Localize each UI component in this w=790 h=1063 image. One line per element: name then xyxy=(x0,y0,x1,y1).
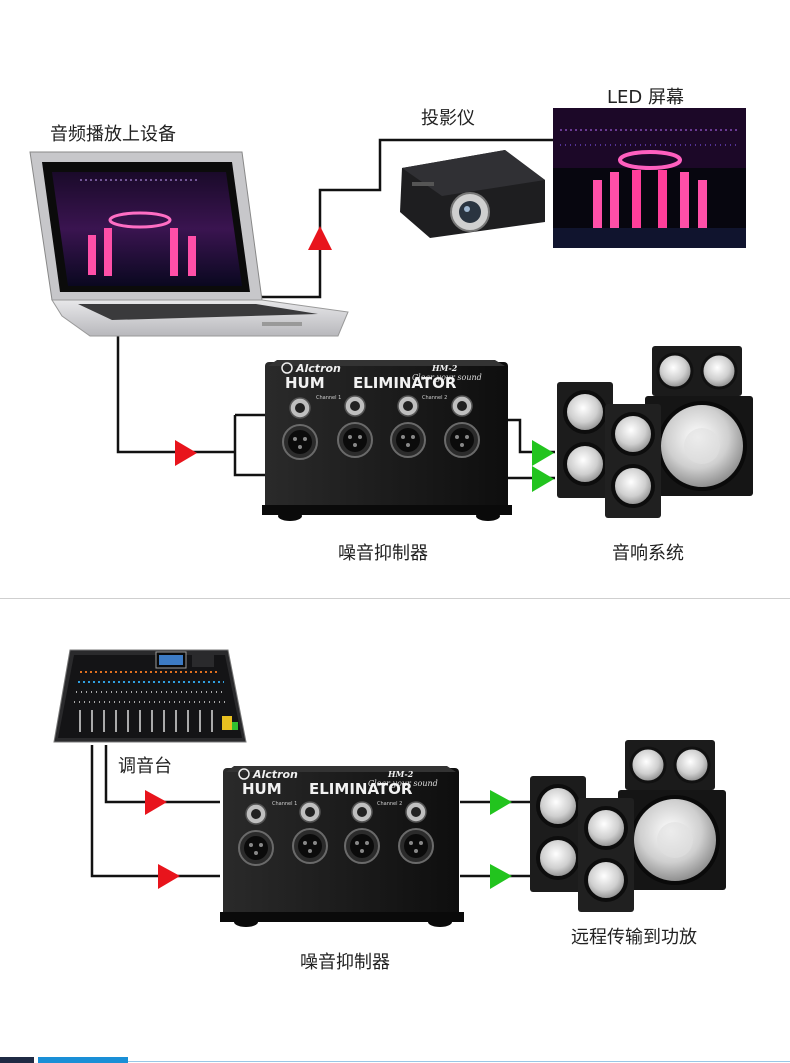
projector-icon xyxy=(400,150,545,238)
remote-amp-label: 远程传输到功放 xyxy=(571,927,697,948)
arrow-right-red-bottom-1 xyxy=(145,790,167,815)
led-screen-icon xyxy=(553,108,746,248)
arrow-right-red-top xyxy=(175,440,197,466)
device-tagline: Clear your sound xyxy=(412,373,482,382)
speaker-system-icon-bottom xyxy=(528,738,728,914)
hum-eliminator-icon: Alctron HM-2 Clear your sound HUM ELIMIN… xyxy=(262,360,512,521)
hum-eliminator-icon-bottom: Alctron HM-2 Clear your sound HUM ELIMIN… xyxy=(220,766,464,927)
footer-bar xyxy=(0,1057,790,1063)
footer-bar-line xyxy=(128,1061,790,1062)
eliminator-label-top: 噪音抑制器 xyxy=(338,543,428,564)
speaker-system-icon xyxy=(555,344,755,520)
device-name-left-b: HUM xyxy=(242,780,282,798)
arrow-right-green-bottom-1 xyxy=(490,790,512,815)
arrow-right-green-top-2 xyxy=(532,466,554,492)
arrow-right-red-bottom-2 xyxy=(158,864,180,889)
device-brand: Alctron xyxy=(295,362,341,375)
device-model-b: HM-2 xyxy=(387,769,414,779)
led-screen-label: LED 屏幕 xyxy=(607,87,684,108)
arrow-up-red xyxy=(308,226,332,250)
arrow-right-green-bottom-2 xyxy=(490,864,512,889)
channel-2-label-b: Channel 2 xyxy=(377,801,402,807)
mixer-label: 调音台 xyxy=(118,756,172,777)
footer-bar-blue xyxy=(38,1057,128,1063)
arrow-right-green-top-1 xyxy=(532,440,554,466)
device-model: HM-2 xyxy=(431,363,458,373)
channel-1-label-b: Channel 1 xyxy=(272,801,297,807)
channel-1-label: Channel 1 xyxy=(316,395,341,401)
eliminator-label-bottom: 噪音抑制器 xyxy=(300,952,390,973)
device-brand-b: Alctron xyxy=(252,768,298,781)
section-divider xyxy=(0,598,790,599)
laptop-icon xyxy=(29,151,349,337)
device-name-right: ELIMINATOR xyxy=(353,374,457,392)
channel-2-label: Channel 2 xyxy=(422,395,447,401)
audio-source-label: 音频播放上设备 xyxy=(50,124,176,145)
projector-label: 投影仪 xyxy=(421,108,475,129)
speaker-system-label: 音响系统 xyxy=(612,543,684,564)
footer-bar-dark xyxy=(0,1057,34,1063)
device-name-left: HUM xyxy=(285,374,325,392)
mixer-console-icon xyxy=(53,649,247,743)
device-tagline-b: Clear your sound xyxy=(368,779,438,788)
device-name-right-b: ELIMINATOR xyxy=(309,780,413,798)
